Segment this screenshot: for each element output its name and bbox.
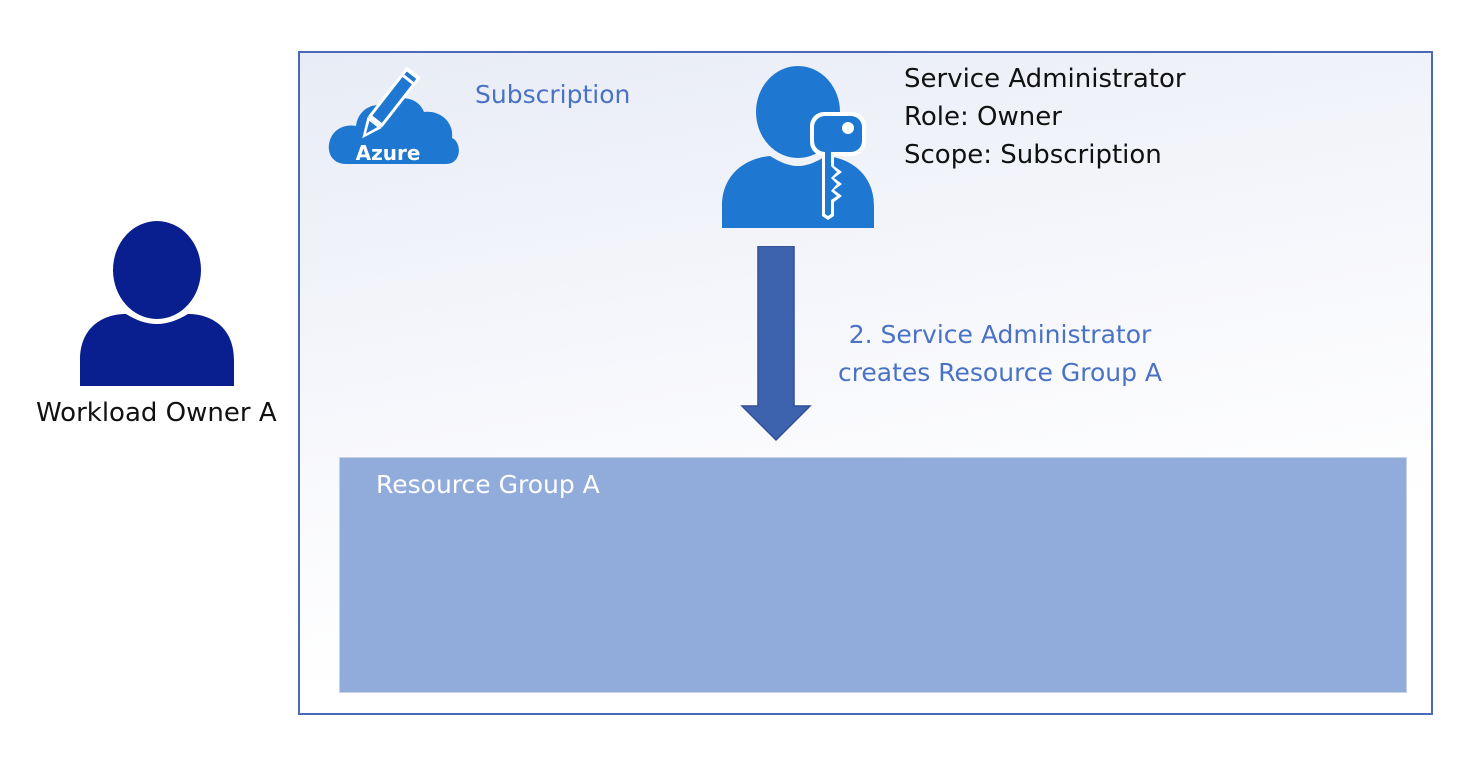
resource-group-label: Resource Group A bbox=[376, 470, 600, 499]
subscription-label: Subscription bbox=[475, 80, 631, 109]
down-arrow-icon bbox=[740, 245, 812, 442]
azure-icon-text: Azure bbox=[356, 141, 421, 165]
resource-group-box: Resource Group A bbox=[339, 457, 1407, 693]
azure-subscription-icon: Azure bbox=[326, 66, 466, 170]
step-note-line-2: creates Resource Group A bbox=[837, 358, 1163, 387]
step-note: 2. Service Administrator creates Resourc… bbox=[820, 316, 1180, 392]
service-admin-scope: Scope: Subscription bbox=[904, 140, 1162, 170]
service-admin-info: Service Administrator Role: Owner Scope:… bbox=[904, 60, 1186, 174]
admin-key-icon bbox=[718, 66, 878, 230]
service-admin-name: Service Administrator bbox=[904, 64, 1186, 94]
person-icon bbox=[76, 220, 238, 388]
step-note-line-1: 2. Service Administrator bbox=[848, 320, 1152, 349]
workload-owner-label: Workload Owner A bbox=[36, 398, 277, 428]
service-admin-role: Role: Owner bbox=[904, 102, 1062, 132]
